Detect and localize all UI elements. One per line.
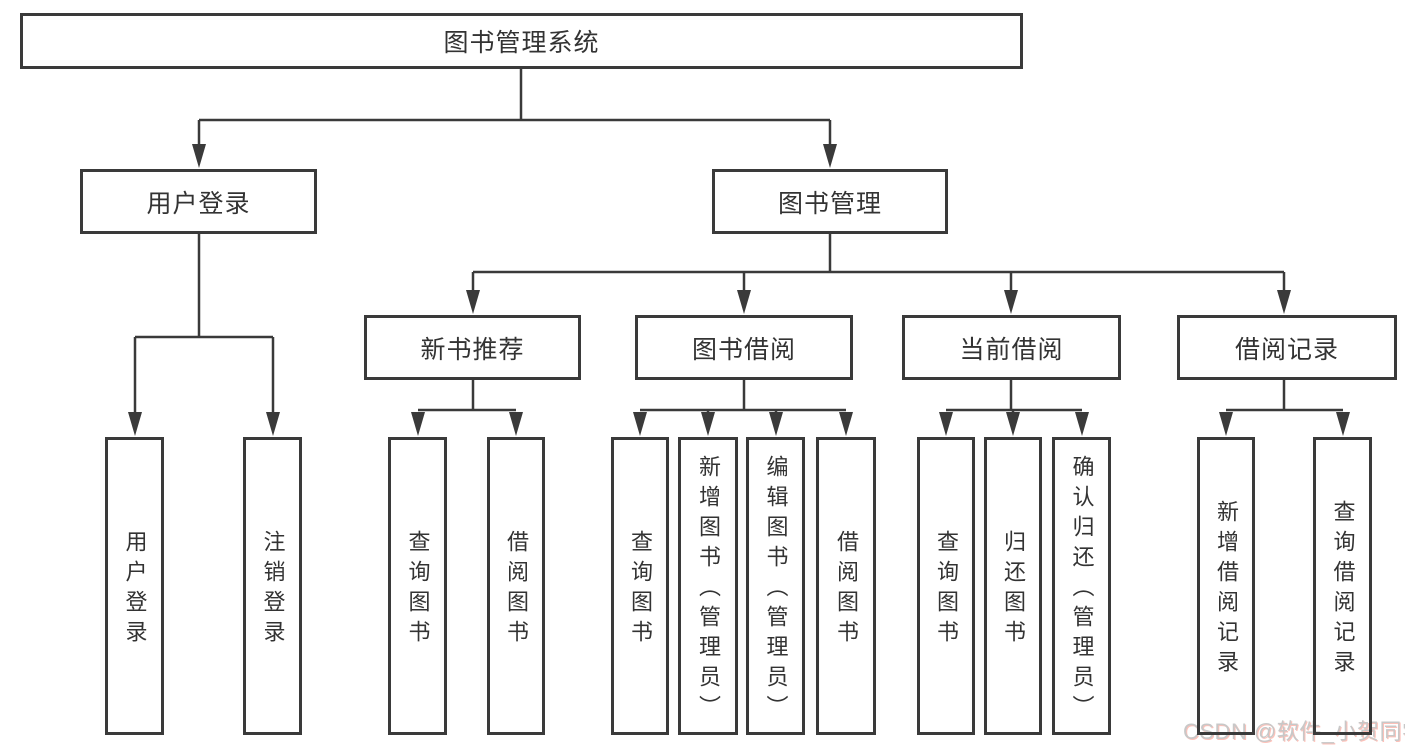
leaf-logout: 注销登录 <box>243 437 302 735</box>
node-label: 查询借阅记录 <box>1330 500 1356 680</box>
node-label: 借阅记录 <box>1234 335 1339 364</box>
node-label: 图书借阅 <box>691 335 796 364</box>
node-book-management: 图书管理 <box>712 169 948 234</box>
node-label: 借阅图书 <box>504 530 529 650</box>
node-user-login: 用户登录 <box>80 169 317 234</box>
node-book-borrowing: 图书借阅 <box>635 315 853 380</box>
node-label: 查询图书 <box>934 530 959 650</box>
leaf-return-books: 归还图书 <box>984 437 1042 735</box>
node-label: 注销登录 <box>260 530 286 650</box>
leaf-user-login: 用户登录 <box>105 437 164 735</box>
leaf-query-books-borrowing: 查询图书 <box>611 437 669 735</box>
leaf-borrow-books-recommend: 借阅图书 <box>487 437 545 735</box>
node-current-borrowing: 当前借阅 <box>902 315 1121 380</box>
node-label: 确认归还（管理员） <box>1069 455 1095 725</box>
leaf-query-borrow-record: 查询借阅记录 <box>1313 437 1372 735</box>
node-new-book-recommendation: 新书推荐 <box>364 315 581 380</box>
leaf-query-books-current: 查询图书 <box>917 437 975 735</box>
leaf-add-books-admin: 新增图书（管理员） <box>678 437 738 735</box>
node-label: 用户登录 <box>122 530 148 650</box>
node-label: 新增借阅记录 <box>1214 500 1239 680</box>
leaf-add-borrow-record: 新增借阅记录 <box>1197 437 1255 735</box>
node-label: 借阅图书 <box>834 530 859 650</box>
node-label: 新书推荐 <box>420 335 525 364</box>
node-label: 归还图书 <box>1001 530 1026 650</box>
node-label: 图书管理 <box>777 189 882 218</box>
node-borrowing-records: 借阅记录 <box>1177 315 1397 380</box>
leaf-borrow-books-borrowing: 借阅图书 <box>816 437 876 735</box>
node-label: 查询图书 <box>628 530 653 650</box>
node-label: 编辑图书（管理员） <box>763 455 789 725</box>
leaf-query-books-recommend: 查询图书 <box>388 437 447 735</box>
csdn-watermark: CSDN @软件_小贺同学 <box>1183 719 1405 744</box>
node-label: 用户登录 <box>146 189 251 218</box>
node-label: 当前借阅 <box>959 335 1064 364</box>
leaf-confirm-return-admin: 确认归还（管理员） <box>1052 437 1111 735</box>
node-label: 图书管理系统 <box>443 29 600 57</box>
node-label: 查询图书 <box>405 530 431 650</box>
node-library-management-system: 图书管理系统 <box>20 13 1023 69</box>
node-label: 新增图书（管理员） <box>696 455 721 725</box>
leaf-edit-books-admin: 编辑图书（管理员） <box>746 437 805 735</box>
